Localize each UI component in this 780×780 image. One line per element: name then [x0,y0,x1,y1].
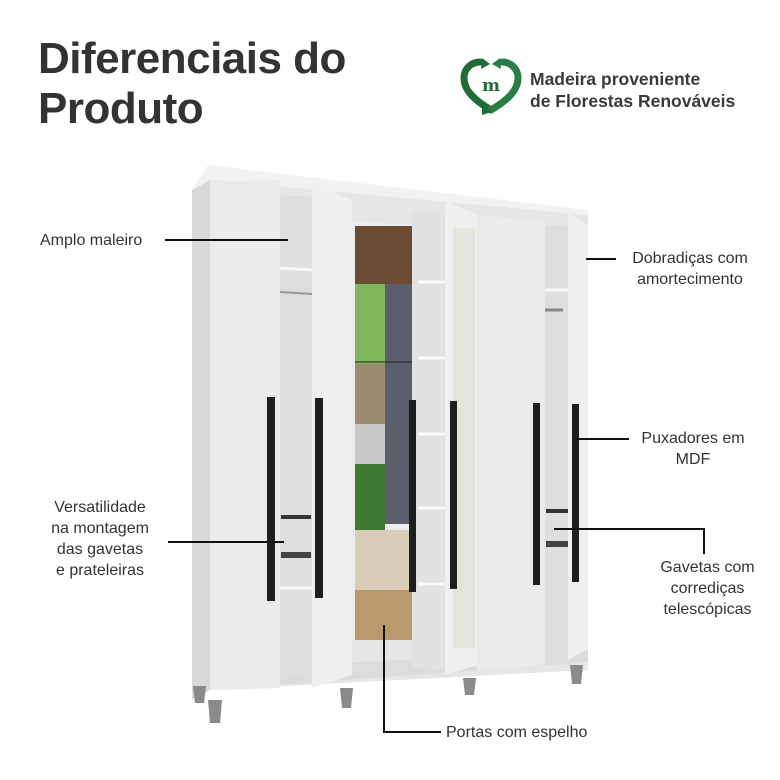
svg-text:m: m [482,76,500,96]
leader-line-puxadores [576,438,629,440]
callout-versatilidade-line-4: e prateleiras [55,562,145,579]
callout-dobradicas-line-2: amortecimento [637,271,743,288]
renewable-wood-badge: m Madeira proveniente de Florestas Renov… [460,58,735,121]
recycle-heart-m-icon: m [460,58,522,121]
badge-line-2: de Florestas Renováveis [530,90,736,111]
leader-line-gavetas-v [703,528,705,554]
title-line-1: Diferenciais do [38,34,346,83]
callout-amplo-maleiro: Amplo maleiro [40,230,142,251]
leader-line-portas-v [383,625,385,732]
callout-gavetas-line-3: telescópicas [663,601,752,618]
callout-amplo-text: Amplo maleiro [40,232,143,249]
callout-gavetas-line-2: corrediças [670,580,745,597]
callout-gavetas-line-1: Gavetas com [660,559,755,576]
callout-puxadores: Puxadores em MDF [633,428,753,470]
handle [267,397,275,601]
callout-dobradicas-line-1: Dobradiças com [632,250,748,267]
callout-versatilidade-line-1: Versatilidade [54,499,146,516]
callout-versatilidade: Versatilidade na montagem das gavetas e … [40,497,160,581]
leader-line-gavetas-h [554,528,704,530]
callout-portas: Portas com espelho [446,722,587,743]
callout-versatilidade-line-2: na montagem [51,520,149,537]
title-line-2: Produto [38,84,204,133]
callout-dobradicas: Dobradiças com amortecimento [620,248,760,290]
callout-puxadores-line-2: MDF [675,451,711,468]
callout-puxadores-line-1: Puxadores em [641,430,745,447]
leader-line-versatilidade [168,541,284,543]
callout-portas-text: Portas com espelho [446,724,588,741]
badge-line-1: Madeira proveniente [530,68,701,89]
badge-text: Madeira proveniente de Florestas Renováv… [530,68,735,112]
leader-line-portas-h [383,731,441,733]
leader-line-dobradicas [586,258,616,260]
page-title: Diferenciais do Produto [38,34,346,134]
callout-gavetas: Gavetas com corrediças telescópicas [640,557,775,620]
callout-versatilidade-line-3: das gavetas [56,541,144,558]
leader-line-amplo [165,239,288,241]
